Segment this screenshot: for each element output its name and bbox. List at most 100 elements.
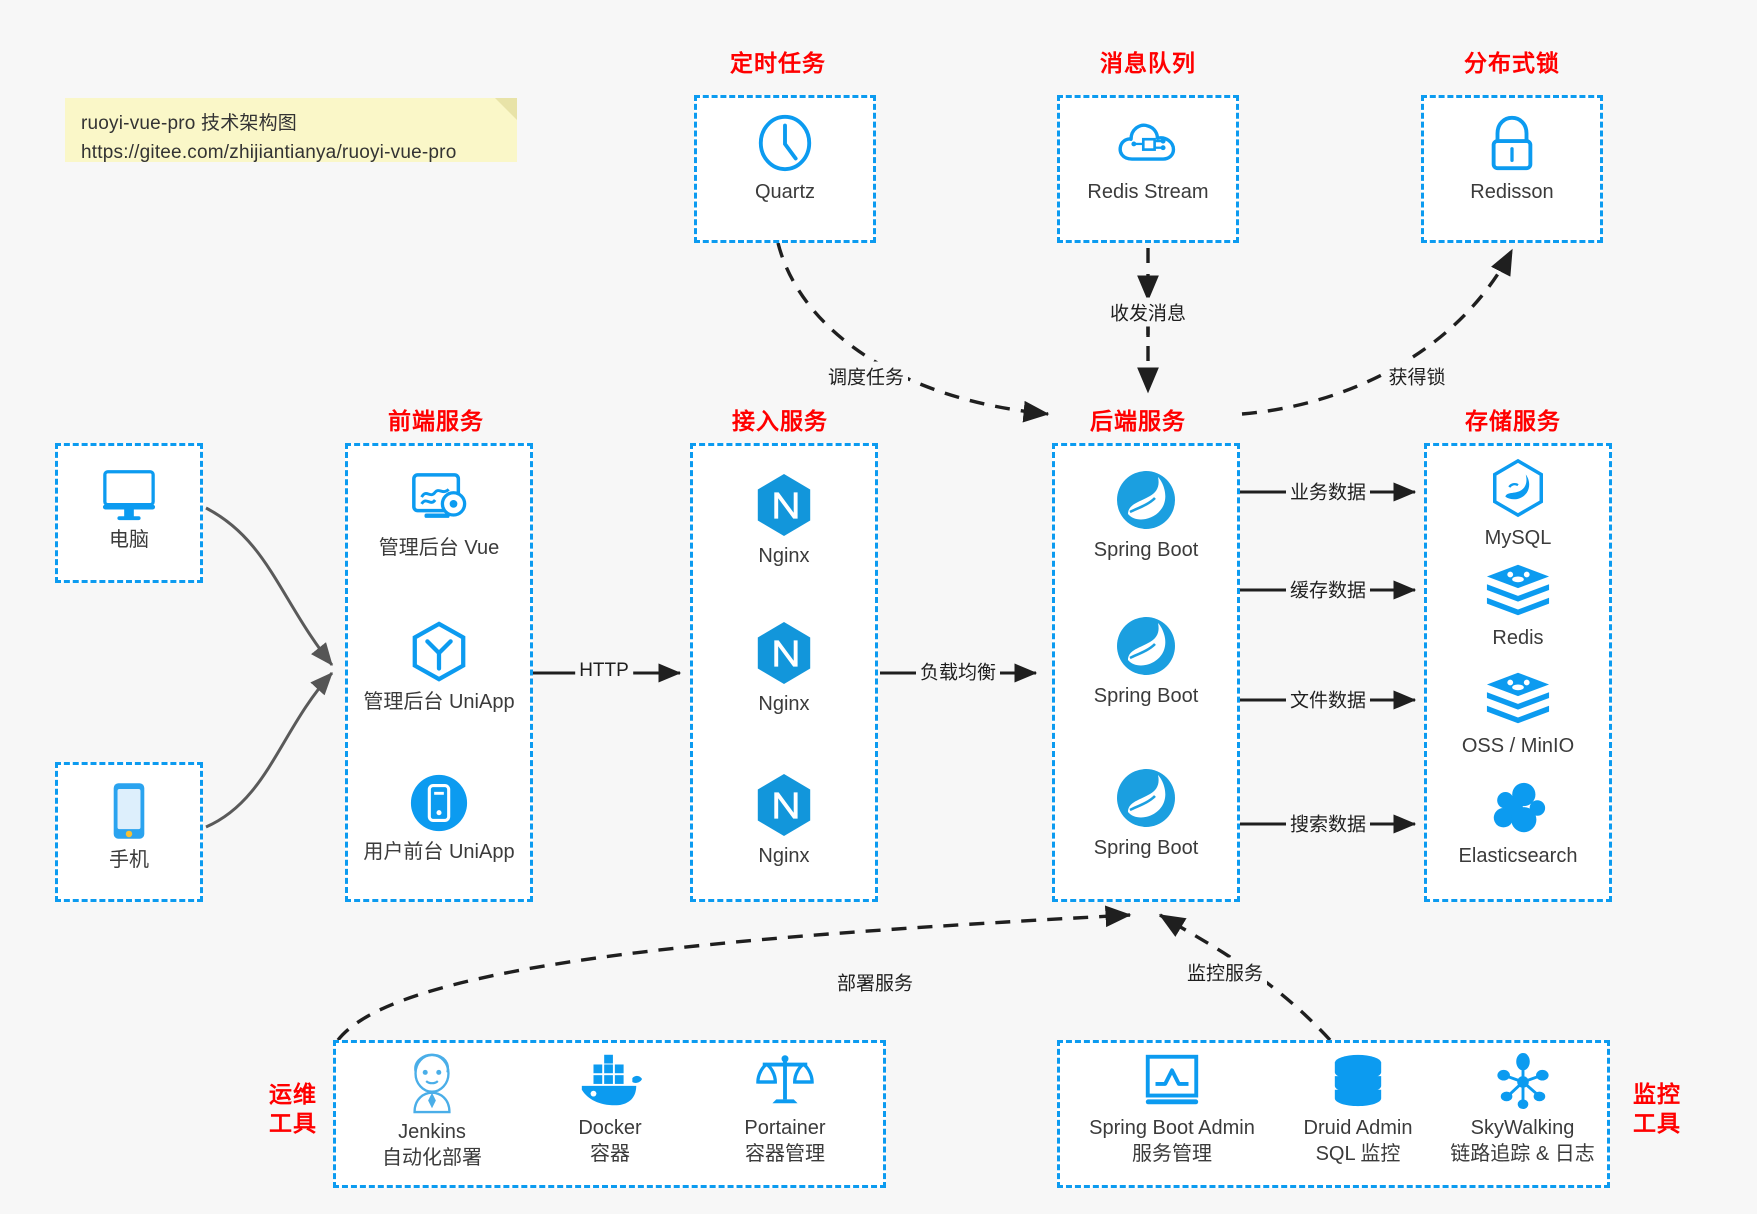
node-nginx-3[interactable]: Nginx: [690, 772, 878, 870]
devops-title-line-1: 运维: [269, 1081, 317, 1107]
node-label: OSS / MinIO: [1461, 735, 1575, 757]
node-druid-admin[interactable]: Druid Admin SQL 监控: [1278, 1052, 1438, 1167]
node-label: MySQL: [1484, 527, 1552, 549]
node-mysql[interactable]: MySQL: [1424, 458, 1612, 552]
monitor-chart-icon: [1145, 1054, 1199, 1105]
node-spring-boot-2[interactable]: Spring Boot: [1052, 614, 1240, 710]
spring-leaf-icon: [1117, 769, 1175, 827]
node-sublabel: 服务管理: [1132, 1142, 1212, 1165]
clock-icon: [758, 114, 812, 172]
node-portainer[interactable]: Portainer 容器管理: [705, 1052, 865, 1167]
group-title-monitor: 监控 工具: [1622, 1080, 1692, 1138]
jenkins-butler-icon: [413, 1053, 451, 1114]
node-label: Spring Boot Admin: [1089, 1117, 1255, 1139]
monitor-title-line-1: 监控: [1633, 1081, 1681, 1107]
wire-pc-to-frontend: [205, 506, 334, 666]
node-mobile[interactable]: 手机: [55, 780, 203, 874]
mobile-circle-icon: [410, 774, 468, 832]
node-label: Nginx: [758, 545, 810, 567]
dashboard-gear-icon: [412, 473, 467, 518]
edge-label-monitor-service: 监控服务: [1182, 957, 1268, 987]
edge-label-acquire-lock: 获得锁: [1384, 361, 1450, 391]
node-redis-stream[interactable]: Redis Stream: [1057, 112, 1239, 206]
group-box-pc: [55, 443, 203, 583]
mysql-dolphin-icon: [1493, 458, 1543, 518]
node-label: Jenkins: [398, 1121, 466, 1143]
node-admin-vue[interactable]: 管理后台 Vue: [345, 470, 533, 562]
node-quartz[interactable]: Quartz: [694, 112, 876, 206]
node-user-uniapp[interactable]: 用户前台 UniApp: [345, 772, 533, 866]
node-label: Nginx: [758, 693, 810, 715]
phone-icon: [113, 783, 145, 839]
redis-stack-icon: [1486, 564, 1550, 616]
skywalking-icon: [1496, 1052, 1549, 1110]
group-title-scheduled-task: 定时任务: [730, 50, 826, 76]
node-spring-boot-1[interactable]: Spring Boot: [1052, 468, 1240, 564]
spring-leaf-icon: [1117, 617, 1175, 675]
node-label: Redis Stream: [1087, 181, 1209, 203]
edge-label-http: HTTP: [575, 659, 633, 683]
node-pc[interactable]: 电脑: [55, 466, 203, 554]
node-nginx-2[interactable]: Nginx: [690, 620, 878, 718]
node-label: Portainer: [744, 1117, 826, 1139]
node-admin-uniapp[interactable]: 管理后台 UniApp: [345, 620, 533, 716]
node-oss-minio[interactable]: OSS / MinIO: [1424, 670, 1612, 760]
note-fold-icon: [495, 98, 517, 120]
node-docker[interactable]: Docker 容器: [530, 1052, 690, 1167]
lock-icon: [1491, 115, 1533, 171]
wire-deploy-service: [336, 905, 1132, 1042]
edge-label-schedule-task: 调度任务: [823, 361, 909, 391]
node-label: Nginx: [758, 845, 810, 867]
desktop-icon: [102, 470, 156, 521]
cloud-network-icon: [1118, 123, 1176, 161]
node-sublabel: 容器: [590, 1142, 630, 1165]
node-label: 手机: [109, 849, 149, 871]
node-nginx-1[interactable]: Nginx: [690, 472, 878, 570]
node-label: 管理后台 Vue: [378, 537, 500, 559]
architecture-note: ruoyi-vue-pro 技术架构图 https://gitee.com/zh…: [65, 98, 517, 163]
group-box-message-queue: [1057, 95, 1239, 243]
group-title-gateway: 接入服务: [732, 408, 828, 434]
node-jenkins[interactable]: Jenkins 自动化部署: [352, 1052, 512, 1171]
elasticsearch-icon: [1493, 782, 1546, 833]
group-title-distributed-lock: 分布式锁: [1464, 50, 1560, 76]
edge-label-file-data: 文件数据: [1285, 684, 1371, 714]
node-sublabel: 容器管理: [745, 1142, 825, 1165]
node-label: Druid Admin: [1303, 1117, 1413, 1139]
group-title-backend: 后端服务: [1090, 408, 1186, 434]
edge-label-biz-data: 业务数据: [1285, 476, 1371, 506]
group-title-message-queue: 消息队列: [1100, 50, 1196, 76]
node-redis[interactable]: Redis: [1424, 562, 1612, 652]
edge-label-search-data: 搜索数据: [1285, 808, 1371, 838]
note-line-2: https://gitee.com/zhijiantianya/ruoyi-vu…: [81, 141, 457, 163]
node-label: Spring Boot: [1093, 685, 1199, 707]
nginx-icon: [757, 621, 811, 685]
node-skywalking[interactable]: SkyWalking 链路追踪 & 日志: [1435, 1052, 1610, 1167]
node-spring-boot-3[interactable]: Spring Boot: [1052, 766, 1240, 862]
nginx-icon: [757, 473, 811, 537]
node-label: Docker: [578, 1117, 642, 1139]
node-sublabel: 自动化部署: [382, 1146, 482, 1169]
node-sublabel: 链路追踪 & 日志: [1450, 1142, 1595, 1165]
database-icon: [1334, 1054, 1382, 1107]
node-label: 用户前台 UniApp: [363, 841, 515, 863]
node-redisson[interactable]: Redisson: [1421, 112, 1603, 206]
node-elasticsearch[interactable]: Elasticsearch: [1424, 780, 1612, 870]
node-spring-boot-admin[interactable]: Spring Boot Admin 服务管理: [1072, 1052, 1272, 1167]
redis-stack-icon: [1486, 672, 1550, 724]
edge-label-mq: 收发消息: [1105, 297, 1191, 327]
node-label: Redisson: [1470, 181, 1554, 203]
hexagon-y-icon: [412, 621, 466, 682]
node-label: 管理后台 UniApp: [363, 691, 515, 713]
note-line-1: ruoyi-vue-pro 技术架构图: [81, 113, 298, 134]
wire-mobile-to-frontend: [205, 671, 334, 829]
group-box-storage: [1424, 443, 1612, 902]
devops-title-line-2: 工具: [269, 1109, 317, 1136]
node-label: Spring Boot: [1093, 539, 1199, 561]
spring-leaf-icon: [1117, 471, 1175, 529]
group-title-devops: 运维 工具: [258, 1080, 328, 1138]
monitor-title-line-2: 工具: [1633, 1109, 1681, 1136]
node-label: SkyWalking: [1470, 1117, 1575, 1139]
edge-label-cache-data: 缓存数据: [1285, 574, 1371, 604]
edge-label-load-balance: 负载均衡: [915, 656, 1001, 686]
